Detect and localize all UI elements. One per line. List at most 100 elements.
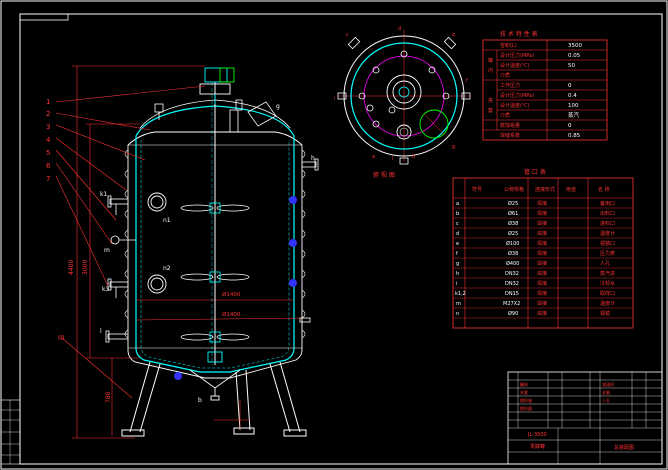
nozzle-conn-11: 焊接 [537, 310, 547, 317]
nozzle-sym-7: h [456, 271, 459, 277]
nozzle-spec-5: Ø38 [508, 250, 518, 257]
spec-value-6: 100 [568, 103, 579, 109]
callout-1: 1 [46, 98, 50, 106]
spec-value-2: 50 [568, 63, 575, 69]
spec-name-3: 介质 [500, 72, 510, 79]
spec-name-7: 介质 [500, 112, 510, 119]
nozzle-table: 管 口 表 符号 公称规格 连接形式 用途 名 称 a b [452, 168, 634, 329]
nozzle-name-3: 温度计 [600, 230, 615, 237]
nozzle-name-9: 取样口 [600, 290, 615, 297]
dim-leg-height: 780 [105, 391, 112, 403]
plan-lower-port [396, 124, 412, 140]
nozzle-name-6: 人孔 [600, 260, 610, 267]
nozzle-spec-2: Ø38 [508, 220, 518, 227]
plan-small-ports [358, 50, 450, 128]
svg-text:a: a [372, 154, 375, 160]
jacket-outline [127, 131, 303, 379]
spec-group-2: 内 [488, 67, 493, 74]
code-box [19, 13, 69, 21]
nozzle-name-11: 视镜 [600, 310, 610, 317]
support-legs [121, 361, 307, 437]
nozzle-spec-4: Ø100 [506, 240, 519, 247]
spec-name-1: 设计压力(MPa) [500, 52, 534, 59]
tag-b: b [198, 397, 202, 404]
sight-glass-lower [147, 274, 167, 294]
plan-tags: cd ef ig la b [334, 26, 468, 162]
spec-name-9: 焊缝系数 [500, 132, 520, 139]
dim-jacket-diameter: Ø1400 [222, 311, 241, 318]
svg-text:g: g [452, 144, 455, 150]
spec-table: 技 术 特 性 表 容积(L) 设计压力(MPa) 设计温度(℃) 介质 工作压… [482, 30, 608, 141]
bottom-outlet [189, 351, 241, 401]
nozzle-sym-10: m [456, 301, 461, 307]
nozzle-sym-0: a [456, 201, 459, 207]
nozzle-table-title: 管 口 表 [524, 168, 546, 176]
nozzle-name-4: 视镜口 [600, 240, 615, 247]
nozzle-conn-4: 焊接 [537, 240, 547, 247]
part-6: 人孔 [602, 397, 610, 403]
tag-n2: n2 [163, 265, 171, 272]
callout-3: 3 [46, 123, 50, 131]
nozzle-spec-7: DN32 [505, 271, 519, 277]
jacket-corrugations-right [301, 149, 306, 339]
nozzle-sym-2: c [456, 221, 459, 227]
callout-2: 2 [46, 110, 50, 118]
part-5: 支腿 [602, 389, 610, 395]
nozzle-header-1: 公称规格 [504, 186, 524, 193]
title-name: 发酵罐 [530, 443, 545, 450]
part-2: 搅拌轴 [520, 397, 532, 403]
nozzle-conn-10: 焊接 [537, 300, 547, 307]
nozzle-name-2: 进料口 [600, 220, 615, 227]
nozzle-sym-11: n [456, 311, 459, 317]
callout-5: 5 [46, 149, 50, 157]
plan-center-flange [386, 74, 422, 110]
svg-text:d: d [398, 26, 401, 32]
drive-motor [199, 67, 235, 104]
nozzle-name-10: 温度计 [600, 300, 615, 307]
plan-view: cd ef ig la b 俯 视 图 [334, 26, 471, 179]
spec-name-2: 设计温度(℃) [500, 62, 530, 69]
impeller-upper [180, 202, 250, 214]
spec-group-5: 夹 [488, 97, 493, 104]
nozzle-spec-6: Ø400 [506, 260, 519, 267]
nozzle-rows: a b c d e f g h i k1,2 m n Ø25 Ø61 Ø38 Ø… [455, 200, 615, 317]
svg-text:e: e [452, 32, 455, 38]
nozzle-conn-0: 焊接 [537, 200, 547, 207]
nozzle-spec-11: Ø90 [508, 310, 518, 317]
nozzle-conn-3: 焊接 [537, 230, 547, 237]
nozzle-spec-1: Ø61 [508, 210, 518, 217]
svg-text:i: i [334, 96, 335, 102]
spec-name-6: 设计温度(℃) [500, 102, 530, 109]
plan-manhole [419, 109, 449, 139]
nozzle-header-0: 符号 [472, 186, 482, 193]
nozzle-spec-0: Ø25 [508, 200, 518, 207]
nozzle-conn-1: 焊接 [537, 210, 547, 217]
nozzle-header-4: 名 称 [598, 186, 610, 193]
nozzle-conn-7: 焊接 [537, 270, 547, 277]
plan-lugs [337, 36, 471, 165]
nozzle-conn-2: 焊接 [537, 220, 547, 227]
title-drawing-no: JL-3500 [527, 432, 547, 438]
spec-name-4: 工作压力 [500, 82, 520, 89]
plan-outer-circle [343, 35, 465, 157]
spec-value-1: 0.05 [568, 53, 581, 59]
dim-shell-height: 3000 [82, 260, 89, 275]
nozzle-conn-6: 焊接 [537, 260, 547, 267]
nozzle-spec-9: DN15 [505, 291, 519, 297]
callout-numbers: 1 2 3 4 5 6 7 III [46, 98, 64, 342]
tag-l: l [100, 328, 102, 335]
inner-shell-line [140, 140, 290, 369]
part-1: 夹套 [520, 389, 528, 395]
tag-k3: k3 [102, 286, 109, 293]
title-block: 罐体 夹套 搅拌轴 搅拌器 减速机 支腿 人孔 JL-3500 发酵罐 总装配图 [507, 371, 663, 465]
left-strip-marks [1, 400, 20, 464]
impeller-middle [180, 271, 250, 283]
plan-view-title: 俯 视 图 [373, 171, 395, 179]
nozzle-spec-3: Ø25 [508, 230, 518, 237]
part-3: 搅拌器 [520, 405, 532, 411]
nozzle-sym-4: e [456, 241, 459, 247]
spec-value-5: 0.4 [568, 93, 577, 99]
nozzle-sym-9: k1,2 [455, 291, 466, 297]
